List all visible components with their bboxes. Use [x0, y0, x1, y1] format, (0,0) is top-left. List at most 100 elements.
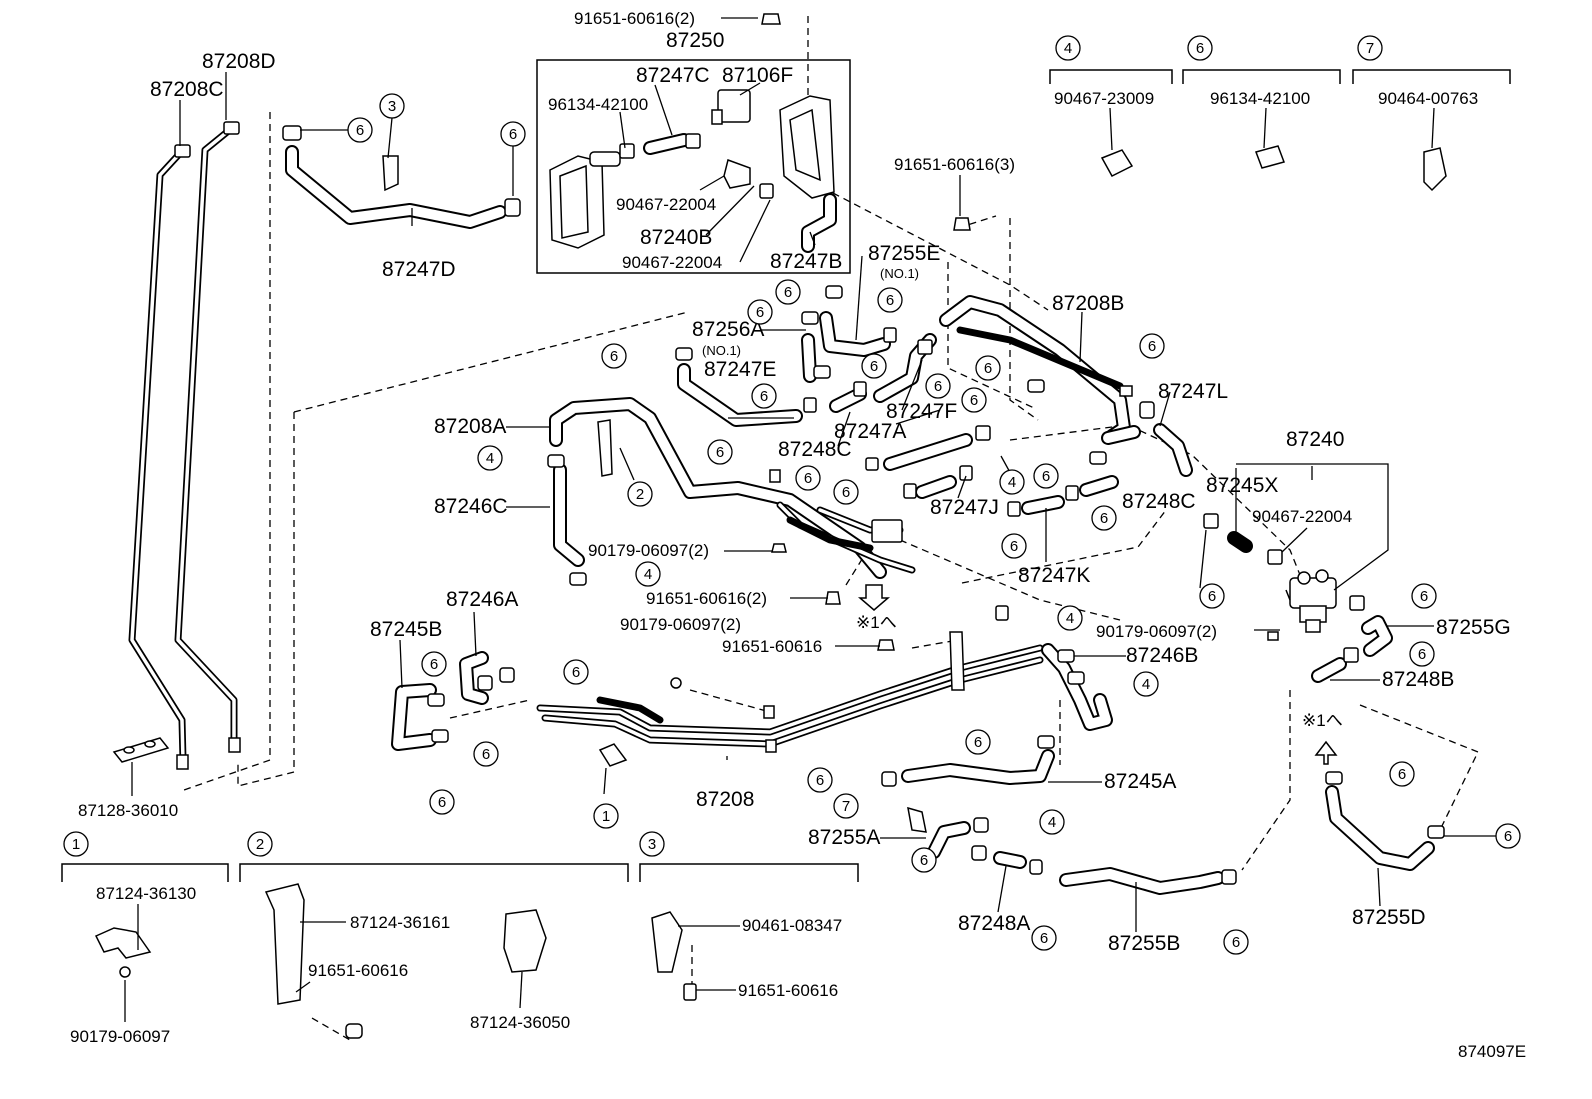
label-87247F: 87247F [886, 400, 957, 423]
hose-87247D [282, 125, 521, 229]
label-90179-06097-2a: 90179-06097(2) [588, 541, 709, 560]
svg-text:6: 6 [920, 852, 928, 869]
hoses-87255G-87248B [1311, 615, 1393, 683]
svg-text:4: 4 [1048, 814, 1056, 831]
callout-3: 3 [639, 831, 665, 857]
svg-text:6: 6 [842, 484, 850, 501]
short-hoses-middle [865, 401, 1253, 553]
svg-text:6: 6 [438, 794, 446, 811]
callout-1: 1 [593, 803, 619, 829]
svg-text:6: 6 [1100, 510, 1108, 527]
label-96134-42100b: 96134-42100 [1210, 89, 1310, 108]
label-no1-b: (NO.1) [702, 343, 741, 358]
svg-text:6: 6 [870, 358, 878, 375]
label-87208C: 87208C [150, 78, 224, 101]
label-87247C: 87247C [636, 64, 710, 87]
svg-text:4: 4 [1142, 676, 1150, 693]
box-87250 [536, 59, 851, 274]
label-87255D: 87255D [1352, 906, 1426, 929]
hose-87255D [857, 584, 1445, 871]
callout-6: 6 [1091, 505, 1117, 531]
callout-6: 6 [877, 287, 903, 313]
label-87240: 87240 [1286, 428, 1344, 451]
svg-text:6: 6 [1208, 588, 1216, 605]
label-87245B: 87245B [370, 618, 442, 641]
callout-6: 6 [965, 729, 991, 755]
label-87246B: 87246B [1126, 644, 1198, 667]
label-90461-08347: 90461-08347 [742, 916, 842, 935]
callout-6: 6 [1409, 641, 1435, 667]
callout-4: 4 [999, 469, 1025, 495]
svg-text:7: 7 [842, 798, 850, 815]
callout-6: 6 [347, 117, 373, 143]
svg-text:6: 6 [974, 734, 982, 751]
hose-cluster-upper [675, 285, 937, 427]
callout-6: 6 [1389, 761, 1415, 787]
svg-text:6: 6 [934, 378, 942, 395]
clamps-top-right [1100, 145, 1447, 192]
callout-3: 3 [379, 93, 405, 119]
label-87247E: 87247E [704, 358, 776, 381]
callout-6: 6 [1001, 533, 1027, 559]
callout-6: 6 [775, 279, 801, 305]
svg-text:6: 6 [572, 664, 580, 681]
callout-6: 6 [1223, 929, 1249, 955]
label-87255A: 87255A [808, 826, 880, 849]
svg-text:6: 6 [509, 126, 517, 143]
callout-6: 6 [747, 299, 773, 325]
label-96134-42100a: 96134-42100 [548, 95, 648, 114]
svg-text:3: 3 [388, 98, 396, 115]
svg-text:4: 4 [1008, 474, 1016, 491]
callout-6: 6 [751, 383, 777, 409]
callout-6: 6 [861, 353, 887, 379]
callout-6: 6 [421, 651, 447, 677]
bolts [670, 13, 1279, 689]
svg-text:6: 6 [756, 304, 764, 321]
label-87255E: 87255E [868, 242, 940, 265]
svg-text:1: 1 [602, 808, 610, 825]
pipe-87208 [536, 605, 1113, 767]
label-87248B: 87248B [1382, 668, 1454, 691]
label-87246C: 87246C [434, 495, 508, 518]
label-87128-36010: 87128-36010 [78, 801, 178, 820]
svg-text:6: 6 [886, 292, 894, 309]
callout-6: 6 [961, 387, 987, 413]
label-87208: 87208 [696, 788, 754, 811]
label-87247L: 87247L [1158, 380, 1228, 403]
callout-4: 4 [1055, 35, 1081, 61]
callout-4: 4 [635, 561, 661, 587]
label-90467-22004a: 90467-22004 [616, 195, 716, 214]
label-87255G: 87255G [1436, 616, 1511, 639]
callout-6: 6 [1031, 925, 1057, 951]
label-87255B: 87255B [1108, 932, 1180, 955]
label-note1-a: ※1へ [856, 613, 897, 632]
svg-text:6: 6 [430, 656, 438, 673]
dashed-outlines [183, 16, 1479, 1041]
detail-brackets [94, 883, 697, 1039]
svg-text:6: 6 [1040, 930, 1048, 947]
callout-circles: 6 3 6 4 6 7 6 6 6 6 6 6 6 6 6 6 6 4 6 6 … [63, 35, 1521, 955]
label-91651-60616-2b: 91651-60616(2) [646, 589, 767, 608]
callout-6: 6 [1033, 463, 1059, 489]
label-87247K: 87247K [1018, 564, 1090, 587]
grommet-87128-36010 [112, 737, 170, 763]
label-87124-36161: 87124-36161 [350, 913, 450, 932]
svg-text:6: 6 [984, 360, 992, 377]
label-87208D: 87208D [202, 50, 276, 73]
svg-text:6: 6 [1398, 766, 1406, 783]
svg-text:6: 6 [1418, 646, 1426, 663]
svg-text:3: 3 [648, 836, 656, 853]
callout-6: 6 [707, 439, 733, 465]
label-87246A: 87246A [446, 588, 518, 611]
label-90179-06097-2c: 90179-06097(2) [1096, 622, 1217, 641]
callout-6: 6 [429, 789, 455, 815]
svg-text:6: 6 [1420, 588, 1428, 605]
label-87247J: 87247J [930, 496, 999, 519]
label-87208B-top: 87208B [1052, 292, 1124, 315]
callout-6: 6 [795, 465, 821, 491]
svg-text:6: 6 [482, 746, 490, 763]
hoses-87245B-87246A [391, 651, 515, 751]
svg-text:6: 6 [1504, 828, 1512, 845]
callout-4: 4 [1133, 671, 1159, 697]
callout-6: 6 [1187, 35, 1213, 61]
